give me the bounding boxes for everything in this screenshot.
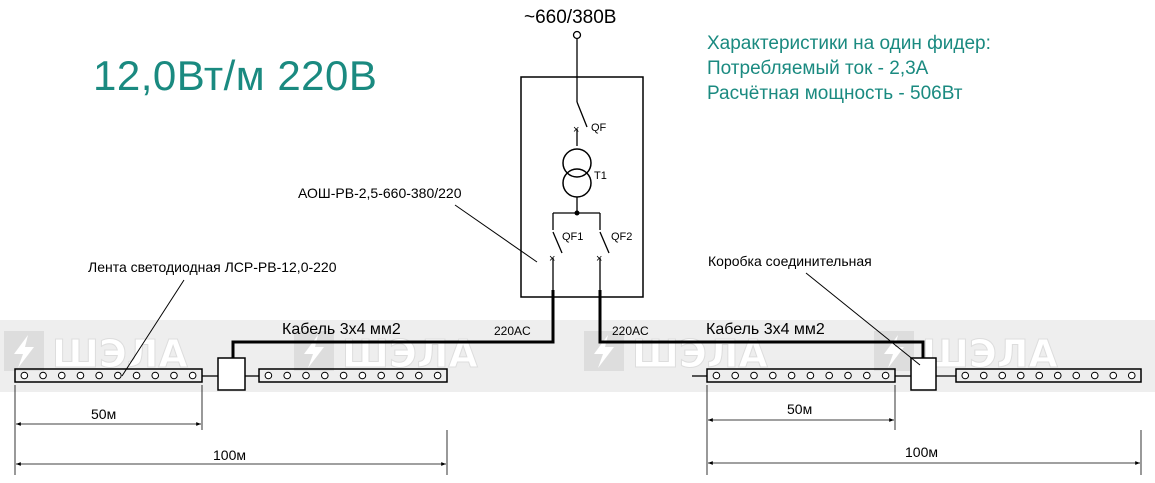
right-feeder-cable bbox=[598, 290, 925, 358]
led-dot bbox=[20, 371, 29, 380]
lightning-icon bbox=[884, 335, 904, 368]
led-dot bbox=[825, 371, 834, 380]
headline: 12,0Вт/м 220В bbox=[93, 52, 378, 99]
led-strip-label: Лента светодиодная ЛСР-РВ-12,0-220 bbox=[88, 259, 337, 275]
junction-box-label: Коробка соединительная bbox=[708, 253, 872, 269]
left-voltage-label: 220AC bbox=[494, 324, 531, 338]
transformer-secondary-winding bbox=[562, 168, 592, 198]
transformer-label: T1 bbox=[594, 170, 607, 182]
breaker-qf1-cross: × bbox=[549, 253, 555, 265]
breaker-qf1-blade bbox=[552, 231, 563, 254]
breaker-qf2-blade bbox=[599, 231, 610, 254]
led-strip-right-1-leds bbox=[712, 371, 890, 380]
dim-left-50-label: 50м bbox=[91, 406, 116, 422]
breaker-qf-blade bbox=[576, 101, 588, 128]
led-dot bbox=[396, 371, 404, 380]
led-dot bbox=[264, 371, 273, 380]
left-feeder-cable bbox=[231, 290, 555, 358]
led-dot bbox=[188, 371, 197, 380]
led-dot bbox=[1035, 371, 1044, 380]
junction-box-left bbox=[217, 357, 246, 391]
led-dot bbox=[57, 371, 66, 380]
junction-box-right bbox=[910, 357, 937, 391]
specs-title: Характеристики на один фидер: bbox=[707, 33, 991, 54]
led-dot bbox=[151, 371, 160, 380]
led-strip-leader bbox=[121, 279, 185, 377]
transformer-primary-winding bbox=[562, 148, 592, 178]
watermark-text: ШЭЛА bbox=[632, 332, 768, 376]
breaker-qf2-label: QF2 bbox=[611, 231, 632, 243]
led-dot bbox=[302, 371, 310, 380]
dim-right-100-label: 100м bbox=[905, 444, 938, 460]
lightning-icon bbox=[304, 335, 324, 368]
supply-label: ~660/380В bbox=[524, 7, 616, 28]
breaker-qf-cross: × bbox=[573, 124, 579, 136]
led-dot bbox=[1053, 371, 1062, 380]
led-dot bbox=[750, 371, 758, 380]
led-dot bbox=[787, 371, 796, 380]
led-dot bbox=[881, 371, 890, 380]
lightning-icon bbox=[14, 335, 34, 368]
transformer-unit-leader bbox=[454, 204, 538, 263]
led-dot bbox=[339, 371, 348, 380]
left-cable-label: Кабель 3х4 мм2 bbox=[282, 321, 401, 338]
breaker-qf1-label: QF1 bbox=[562, 231, 583, 243]
led-dot bbox=[844, 371, 852, 380]
led-dot bbox=[377, 371, 386, 380]
led-dot bbox=[1072, 371, 1081, 380]
specs-current: Потребляемый ток - 2,3А bbox=[707, 58, 929, 79]
feeder-specs: Характеристики на один фидер: Потребляем… bbox=[707, 31, 991, 106]
led-strip-right-2-leds bbox=[961, 371, 1136, 380]
specs-power: Расчётная мощность - 506Вт bbox=[707, 83, 963, 104]
led-dot bbox=[998, 371, 1007, 380]
led-dot bbox=[358, 371, 367, 380]
led-dot bbox=[731, 371, 740, 380]
led-dot bbox=[1090, 371, 1099, 380]
supply-terminal bbox=[572, 30, 582, 40]
led-dot bbox=[863, 371, 871, 380]
breaker-qf2-cross: × bbox=[596, 253, 602, 265]
led-dot bbox=[114, 371, 122, 380]
led-dot bbox=[979, 371, 988, 380]
led-dot bbox=[39, 371, 47, 380]
lightning-icon bbox=[594, 335, 614, 368]
right-cable-label: Кабель 3х4 мм2 bbox=[706, 321, 825, 338]
led-dot bbox=[321, 371, 329, 380]
right-voltage-label: 220AC bbox=[612, 324, 649, 338]
led-dot bbox=[1127, 371, 1136, 380]
led-strip-left-2-leds bbox=[264, 371, 442, 380]
led-dot bbox=[283, 371, 292, 380]
led-dot bbox=[433, 371, 442, 380]
led-dot bbox=[712, 371, 721, 380]
led-dot bbox=[806, 371, 815, 380]
led-dot bbox=[132, 371, 141, 380]
led-dot bbox=[170, 371, 178, 380]
led-dot bbox=[1016, 371, 1025, 380]
dim-right-50-label: 50м bbox=[787, 401, 812, 417]
led-dot bbox=[961, 371, 970, 380]
watermark-band bbox=[0, 320, 1155, 392]
transformer-unit-label: АОШ-РВ-2,5-660-380/220 bbox=[298, 185, 462, 201]
breaker-qf-label: QF bbox=[591, 122, 607, 134]
led-dot bbox=[769, 371, 777, 380]
led-dot bbox=[95, 371, 103, 380]
transformer-unit-box bbox=[520, 76, 644, 298]
led-dot bbox=[1109, 371, 1118, 380]
led-strip-left-1-leds bbox=[20, 371, 197, 380]
junction-box-leader bbox=[805, 272, 921, 366]
led-dot bbox=[415, 371, 423, 380]
watermark-tile: ШЭЛА bbox=[584, 331, 769, 377]
led-dot bbox=[76, 371, 85, 380]
dim-left-100-label: 100м bbox=[213, 447, 246, 463]
